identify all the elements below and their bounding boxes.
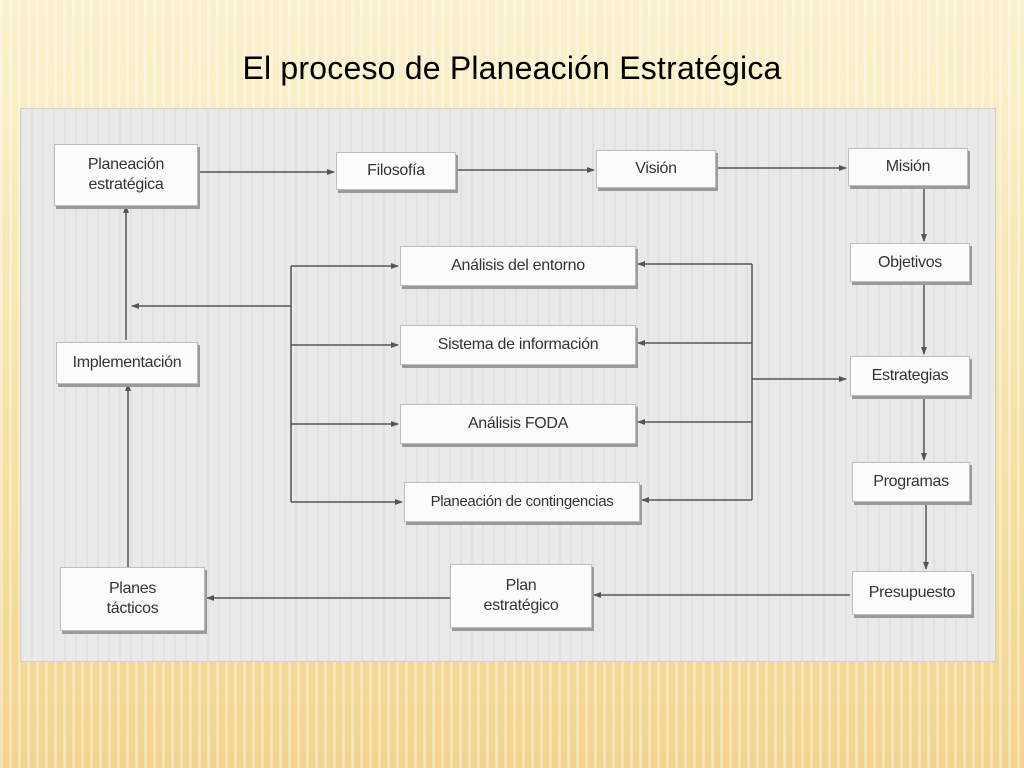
node-analisis-foda: Análisis FODA	[400, 404, 636, 444]
node-sistema-informacion: Sistema de información	[400, 325, 636, 365]
node-implementacion: Implementación	[56, 342, 198, 384]
node-vision: Visión	[596, 150, 716, 188]
page-title: El proceso de Planeación Estratégica	[242, 50, 782, 86]
node-programas: Programas	[852, 462, 970, 502]
diagram-connectors	[123, 165, 929, 601]
node-mision: Misión	[848, 148, 968, 186]
node-planeacion-estrategica: Planeación estratégica	[54, 144, 198, 206]
node-presupuesto: Presupuesto	[852, 571, 972, 615]
node-filosofia: Filosofía	[336, 152, 456, 190]
node-objetivos: Objetivos	[850, 243, 970, 282]
diagram-panel: Planeación estratégica Filosofía Visión …	[20, 108, 996, 662]
node-planes-tacticos: Planes tácticos	[60, 567, 205, 631]
node-planeacion-contingencias: Planeación de contingencias	[404, 482, 640, 522]
node-plan-estrategico: Plan estratégico	[450, 564, 592, 628]
node-estrategias: Estrategias	[850, 356, 970, 396]
node-analisis-entorno: Análisis del entorno	[400, 246, 636, 286]
